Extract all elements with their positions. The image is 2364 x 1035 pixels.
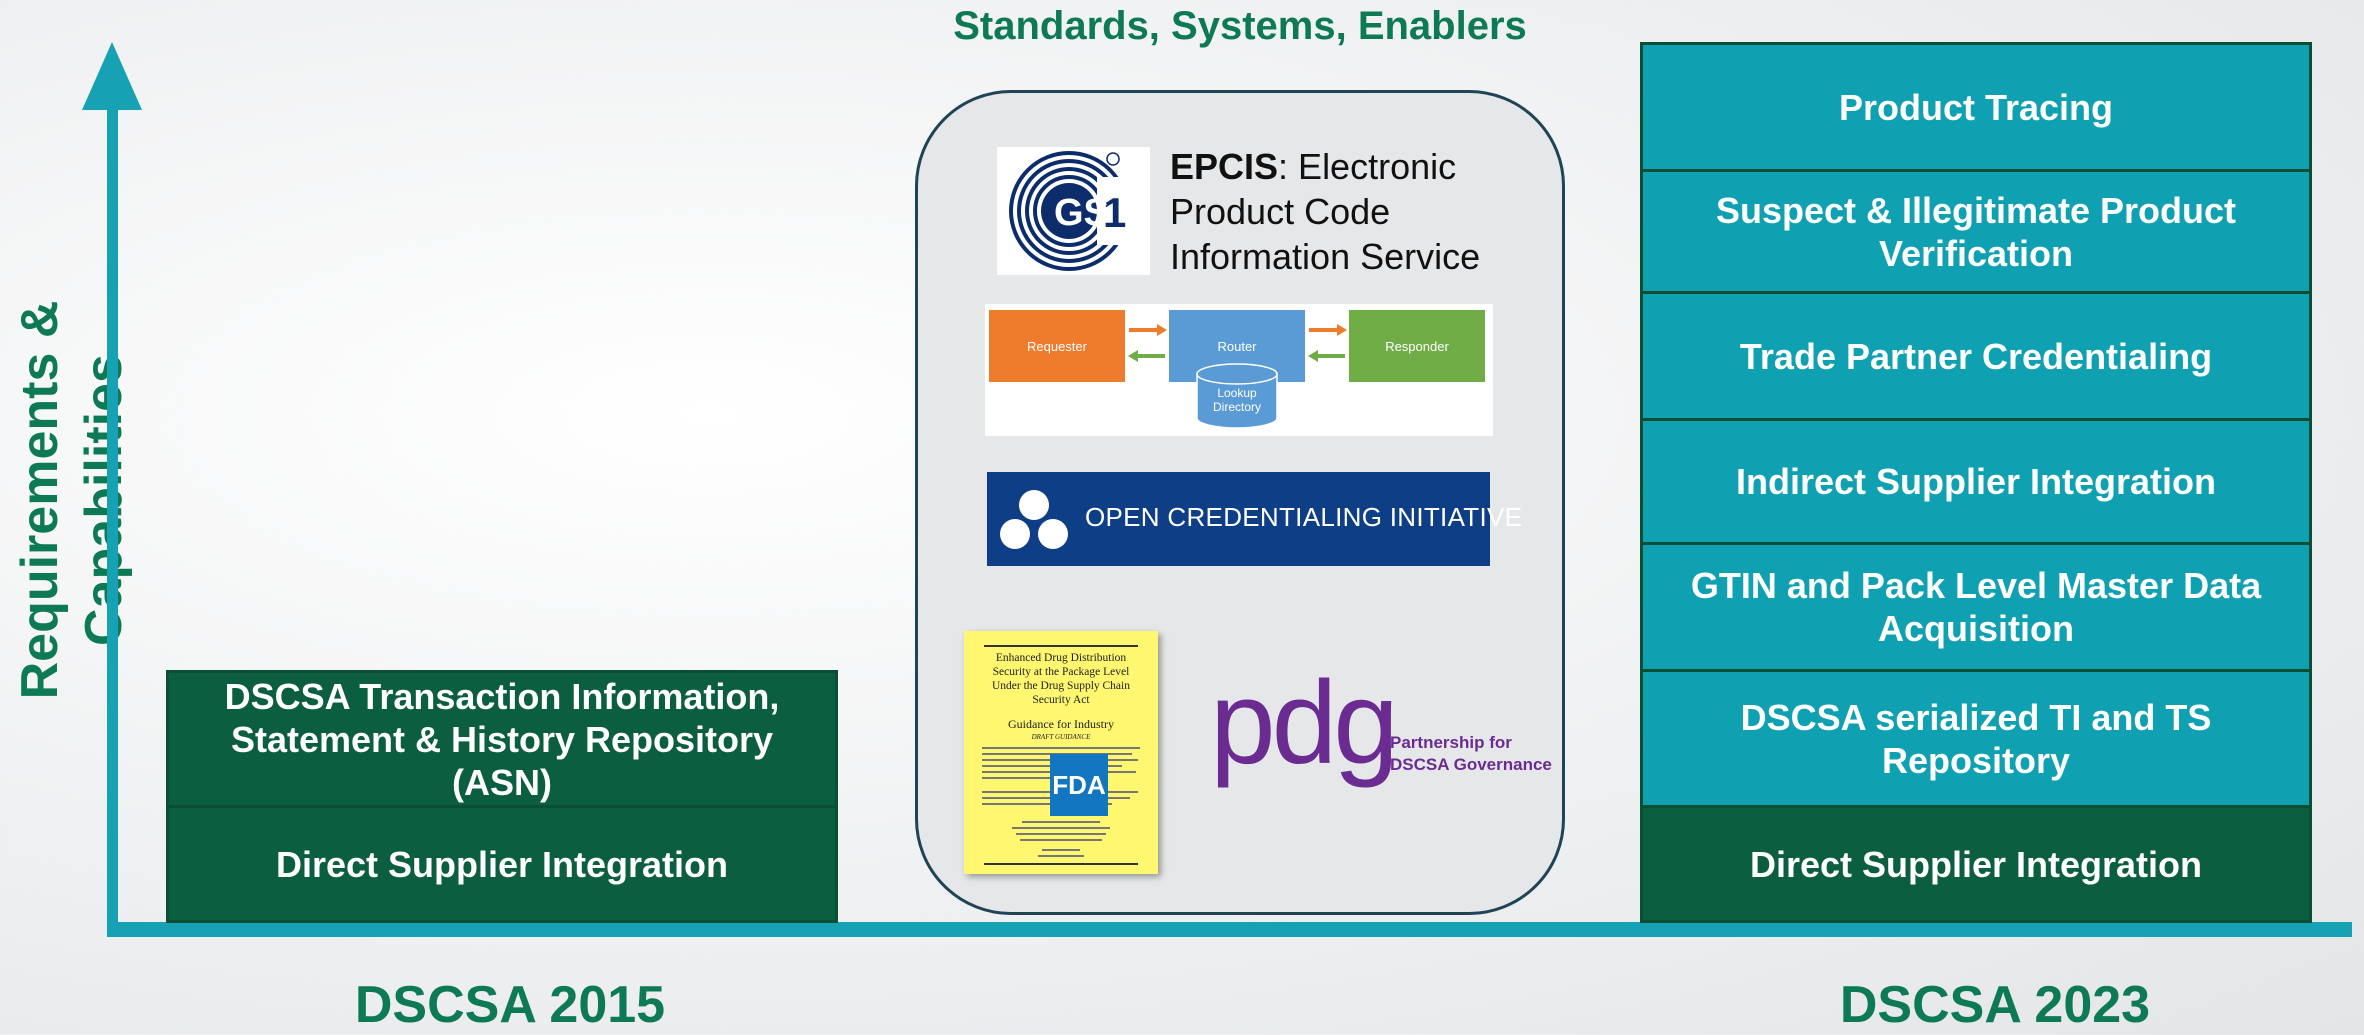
left-stack-item-label: Direct Supplier Integration xyxy=(275,843,729,885)
doc-subtitle: Guidance for Industry xyxy=(1008,717,1114,731)
oci-logo-icon xyxy=(1000,490,1068,549)
lookup-directory-cylinder xyxy=(1196,363,1278,429)
pdg-tagline-line2: DSCSA Governance xyxy=(1390,755,1552,774)
responder-label: Responder xyxy=(1385,338,1449,354)
x-axis-label-2023: DSCSA 2023 xyxy=(1839,976,2151,1034)
right-stack-item-label: Product Tracing xyxy=(1838,86,2114,128)
svg-text:1: 1 xyxy=(1103,189,1126,236)
right-stack-item-credentialing: Trade Partner Credentialing xyxy=(1640,291,2312,421)
pdg-tagline-line1: Partnership for xyxy=(1390,733,1512,752)
oci-text: OPEN CREDENTIALING INITIATIVE xyxy=(1085,502,1523,532)
arrow-router-to-requester xyxy=(1128,350,1165,362)
right-stack-item-label: Suspect & Illegitimate Product Verificat… xyxy=(1715,189,2237,274)
right-stack-item-ti-ts-repository: DSCSA serialized TI and TS Repository xyxy=(1640,669,2312,808)
right-stack-item-label: GTIN and Pack Level Master Data Acquisit… xyxy=(1690,565,2262,649)
epcis-expansion: : Electronic Product Code Information Se… xyxy=(1170,146,1481,277)
left-stack-item-repository: DSCSA Transaction Information, Statement… xyxy=(166,670,838,808)
doc-top-rule xyxy=(984,645,1138,647)
fda-logo-icon: FDA xyxy=(1050,754,1108,816)
right-stack-item-label: DSCSA serialized TI and TS Repository xyxy=(1740,696,2212,781)
right-stack-item-label: Direct Supplier Integration xyxy=(1749,843,2203,885)
right-stack-item-verification: Suspect & Illegitimate Product Verificat… xyxy=(1640,169,2312,294)
arrow-requester-to-router xyxy=(1129,324,1167,336)
right-stack-item-indirect-supplier: Indirect Supplier Integration xyxy=(1640,418,2312,545)
doc-bottom-rule xyxy=(984,863,1138,865)
lookup-directory-label: Lookup Directory xyxy=(1212,386,1261,414)
epcis-description: EPCIS: Electronic Product Code Informati… xyxy=(1170,144,1500,279)
arrow-router-to-responder xyxy=(1309,324,1347,336)
y-axis-line xyxy=(107,105,118,935)
gs1-logo-card: 1 GS xyxy=(997,147,1150,275)
right-stack-item-direct-supplier: Direct Supplier Integration xyxy=(1640,805,2312,923)
x-axis-line xyxy=(107,922,2352,937)
right-stack-item-label: Trade Partner Credentialing xyxy=(1739,335,2213,377)
oci-logo-banner: OPEN CREDENTIALING INITIATIVE xyxy=(987,472,1522,566)
y-axis-arrowhead xyxy=(82,42,142,110)
flow-arrows xyxy=(1128,324,1347,429)
fda-logo-text: FDA xyxy=(1052,769,1106,800)
flow-diagram: Requester Router Responder Lookup Direct… xyxy=(985,304,1493,436)
requester-label: Requester xyxy=(1027,338,1087,354)
svg-text:GS: GS xyxy=(1054,192,1109,234)
pdg-logo: pdg xyxy=(1210,657,1399,789)
arrow-responder-to-router xyxy=(1308,350,1345,362)
router-label: Router xyxy=(1217,338,1257,354)
responder-box: Responder xyxy=(1349,310,1485,382)
pdg-tagline: Partnership for DSCSA Governance xyxy=(1390,732,1552,776)
right-stack-item-label: Indirect Supplier Integration xyxy=(1735,461,2217,502)
fda-guidance-document: Enhanced Drug Distribution Security at t… xyxy=(964,631,1158,874)
doc-draft-label: DRAFT GUIDANCE xyxy=(1031,733,1091,741)
right-stack-item-product-tracing: Product Tracing xyxy=(1640,42,2312,172)
x-axis-label-2015: DSCSA 2015 xyxy=(354,976,666,1034)
left-stack-item-label: DSCSA Transaction Information, Statement… xyxy=(224,675,780,803)
requester-box: Requester xyxy=(989,310,1125,382)
left-stack-item-direct-supplier: Direct Supplier Integration xyxy=(166,805,838,923)
page-title: Standards, Systems, Enablers xyxy=(953,4,1527,48)
doc-title: Enhanced Drug Distribution Security at t… xyxy=(992,652,1130,706)
gs1-logo-icon: 1 GS xyxy=(1009,151,1150,271)
right-stack-item-master-data: GTIN and Pack Level Master Data Acquisit… xyxy=(1640,542,2312,672)
epcis-acronym: EPCIS xyxy=(1170,146,1279,187)
